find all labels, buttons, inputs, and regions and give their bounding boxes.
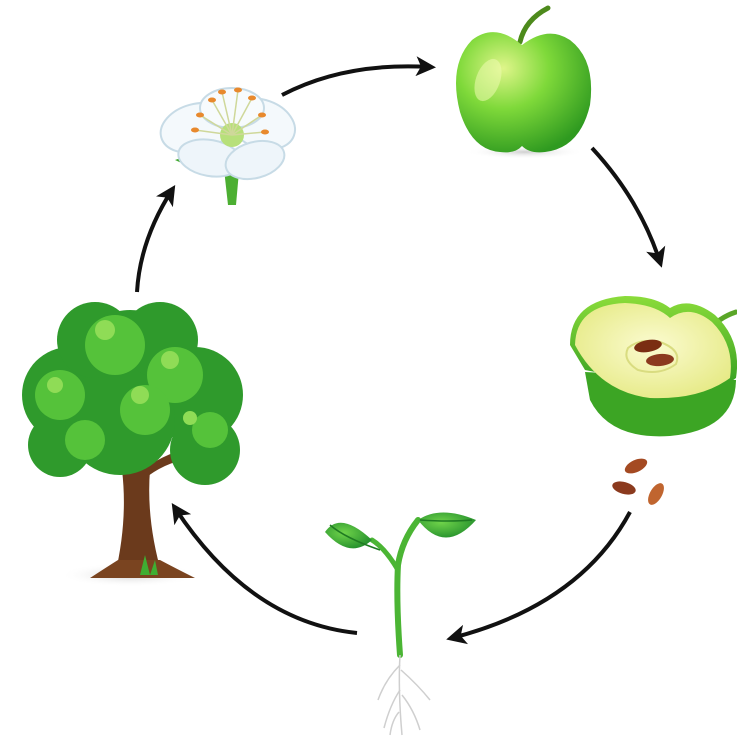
arrow-flower-to-apple — [282, 66, 430, 95]
flower-icon — [155, 88, 302, 206]
arrow-apple-to-apple-half — [592, 148, 660, 262]
tree-icon — [22, 302, 243, 587]
apple-half-icon — [570, 296, 737, 436]
seedling-icon — [325, 513, 476, 736]
arrow-tree-to-flower — [137, 190, 172, 292]
green-apple-icon — [456, 8, 591, 159]
seeds-icon — [611, 455, 667, 507]
arrow-seeds-to-seedling — [452, 512, 630, 638]
